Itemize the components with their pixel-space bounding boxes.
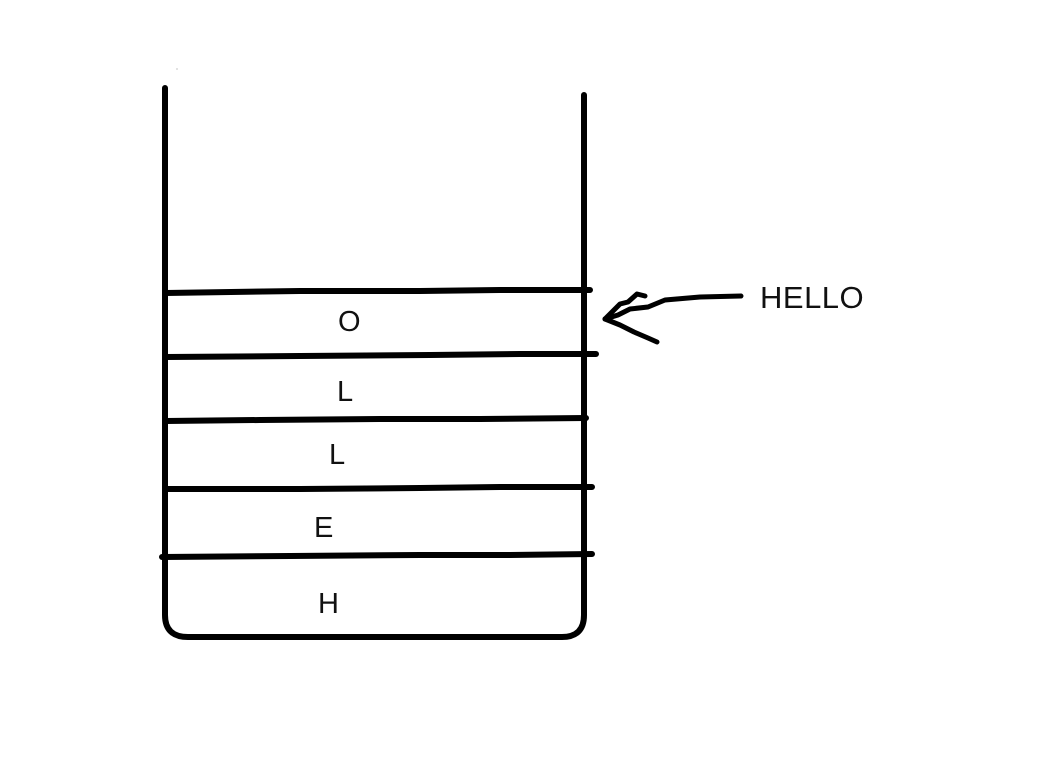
stack-divider-o-l bbox=[163, 351, 599, 360]
stack-cell-l-upper-label: L bbox=[337, 376, 354, 408]
stack-divider-top-of-o bbox=[163, 287, 593, 296]
callout-arrow-barb-lower bbox=[602, 316, 660, 345]
stack-divider-l-l bbox=[163, 415, 589, 424]
stack-cell-l-lower-label: L bbox=[329, 439, 346, 471]
stack-divider-e-h bbox=[159, 551, 595, 560]
scan-speck bbox=[176, 68, 178, 70]
hello-callout-label: HELLO bbox=[760, 280, 865, 315]
stack-cell-h-label: H bbox=[318, 588, 339, 620]
stack-container-outline bbox=[162, 85, 587, 640]
callout-arrow-shaft bbox=[602, 293, 744, 322]
stack-cell-e-label: E bbox=[314, 512, 334, 544]
stack-cell-o-label: O bbox=[338, 306, 361, 338]
stack-divider-l-e bbox=[163, 484, 595, 492]
callout-arrow-barb-upper bbox=[602, 291, 648, 322]
